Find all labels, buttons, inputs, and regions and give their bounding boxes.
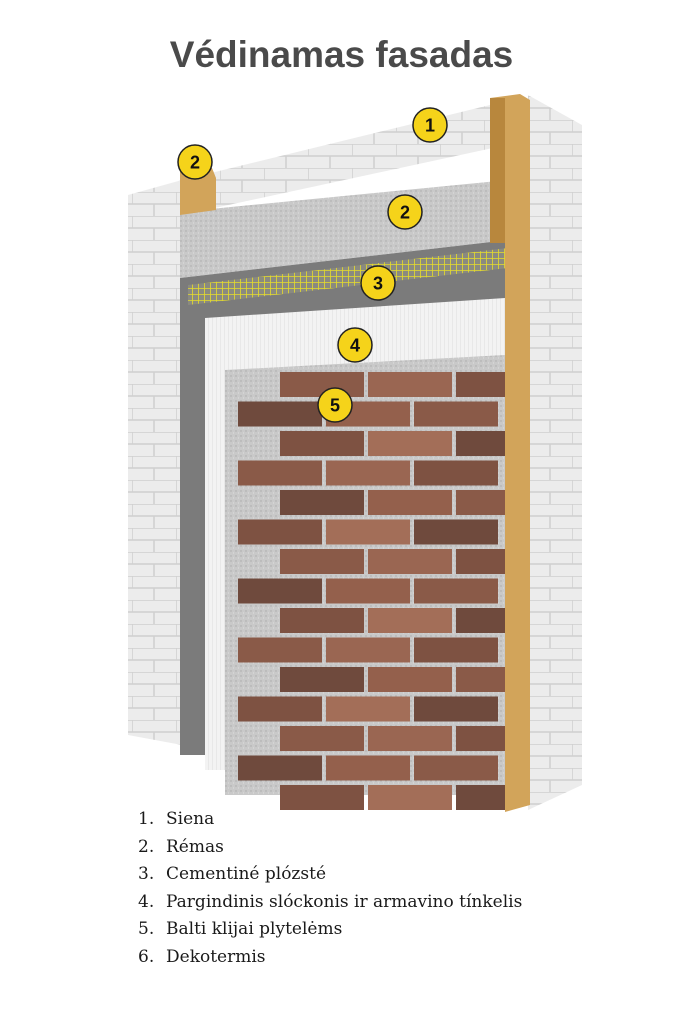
brick-tile — [368, 667, 452, 692]
brick-tile — [368, 785, 452, 810]
brick-tile — [238, 637, 322, 663]
legend-label: Pargindinis slóckonis ir armavino tínkel… — [166, 891, 523, 912]
brick-tile — [280, 667, 364, 692]
brick-tile — [456, 726, 505, 751]
brick-tile — [238, 401, 322, 427]
legend-number: 5. — [138, 919, 155, 939]
brick-tile — [280, 372, 364, 397]
brick-tile — [326, 460, 410, 486]
callout-badge-2: 2 — [177, 144, 213, 180]
callout-badge-5: 5 — [317, 387, 353, 423]
callout-badge-4: 4 — [337, 327, 373, 363]
brick-tile — [368, 726, 452, 751]
brick-tile — [456, 608, 505, 633]
brick-tile — [368, 608, 452, 633]
brick-tile — [368, 372, 452, 397]
brick-tile — [280, 490, 364, 515]
legend-number: 2. — [138, 836, 155, 857]
brick-tile — [414, 460, 498, 486]
brick-tile — [456, 490, 505, 515]
brick-tile — [280, 726, 364, 751]
brick-tile — [414, 637, 498, 663]
brick-tiles — [238, 372, 505, 810]
cement-slab — [180, 180, 508, 278]
brick-tile — [414, 401, 498, 427]
legend-list: 1. Siena 2. Rémas 3. Cementiné plózsté 4. Pa… — [138, 806, 522, 971]
legend-number: 3. — [138, 864, 155, 884]
wall-left — [128, 180, 182, 745]
brick-tile — [238, 755, 322, 781]
legend-item: 1. Siena — [138, 806, 522, 834]
callout-badge-3: 3 — [360, 265, 396, 301]
legend-number: 1. — [138, 809, 155, 829]
brick-tile — [456, 785, 505, 810]
brick-tile — [414, 519, 498, 545]
legend-item: 2. Rémas — [138, 834, 522, 862]
mesh-layer — [188, 248, 508, 305]
legend-item: 3. Cementiné plózsté — [138, 861, 522, 889]
wall-right — [528, 95, 582, 810]
brick-tile — [280, 549, 364, 574]
brick-tile — [456, 667, 505, 692]
brick-tile — [238, 460, 322, 486]
wood-post-right — [490, 94, 530, 812]
callout-number: 4 — [350, 336, 360, 356]
brick-tile — [238, 578, 322, 604]
callout-badge-2: 2 — [387, 194, 423, 230]
wood-post-left — [180, 168, 216, 215]
brick-tile — [456, 372, 505, 397]
legend-label: Cementiné plózsté — [166, 864, 327, 884]
brick-tile — [326, 696, 410, 722]
brick-tile — [326, 578, 410, 604]
callout-number: 5 — [330, 396, 340, 416]
brick-tile — [280, 608, 364, 633]
brick-tile — [326, 637, 410, 663]
brick-tile — [280, 785, 364, 810]
legend-label: Siena — [166, 809, 215, 829]
callout-number: 3 — [373, 274, 383, 294]
brick-tile — [368, 490, 452, 515]
brick-tile — [326, 755, 410, 781]
brick-tile — [280, 431, 364, 456]
callout-number: 2 — [400, 203, 410, 223]
brick-tile — [368, 431, 452, 456]
legend-item: 6. Dekotermis — [138, 944, 522, 972]
legend-label: Balti klijai plytelėms — [166, 919, 343, 939]
legend-number: 4. — [138, 891, 155, 912]
brick-tile — [414, 578, 498, 604]
wood-post-right-face — [490, 98, 505, 243]
brick-tile — [456, 431, 505, 456]
brick-tile — [456, 549, 505, 574]
legend-label: Rémas — [166, 836, 224, 857]
brick-tile — [238, 519, 322, 545]
callout-number: 1 — [425, 116, 435, 136]
callout-number: 2 — [190, 153, 200, 173]
legend-label: Dekotermis — [166, 946, 266, 967]
brick-tile — [414, 696, 498, 722]
legend-item: 5. Balti klijai plytelėms — [138, 916, 522, 944]
callout-badge-1: 1 — [412, 107, 448, 143]
brick-tile — [326, 519, 410, 545]
legend-number: 6. — [138, 946, 155, 967]
legend-item: 4. Pargindinis slóckonis ir armavino tínk… — [138, 889, 522, 917]
brick-tile — [368, 549, 452, 574]
brick-tile — [238, 696, 322, 722]
brick-tile — [414, 755, 498, 781]
page-title: Védinamas fasadas — [169, 34, 514, 75]
